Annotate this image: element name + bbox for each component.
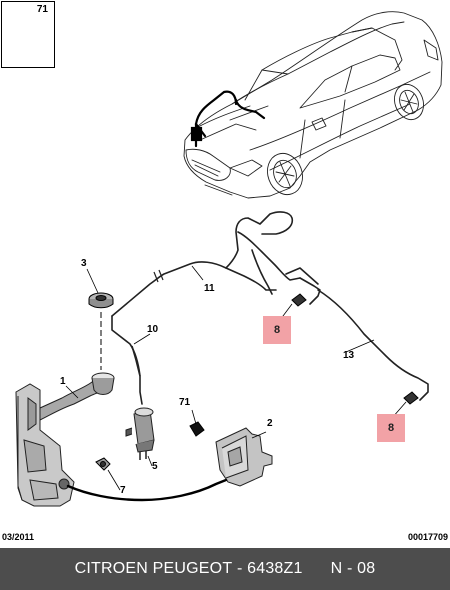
footer-reference: 00017709 [407,532,448,542]
banner-code: 6438Z1 [247,560,303,577]
part-3-cap [88,292,114,309]
callout-3: 3 [81,258,87,269]
nozzle-connectors [291,293,419,405]
banner-page: N - 08 [330,560,376,577]
part-71-clip [189,421,205,437]
car-illustration [183,11,443,199]
inset-part-number: 71 [36,4,48,15]
callout-11: 11 [204,283,215,294]
part-1-reservoir [15,372,115,507]
callout-10: 10 [147,324,159,335]
part-7-grommet [95,457,111,471]
footer-date: 03/2011 [2,532,35,542]
callout-71: 71 [179,397,191,408]
highlighted-callout-8-upper[interactable]: 8 [263,316,291,344]
banner-brand: CITROEN PEUGEOT [74,560,233,577]
callout-2: 2 [267,418,273,429]
callout-7: 7 [120,485,126,496]
hose-break-marks [153,269,164,283]
part-2-bracket [215,427,273,487]
wiring-harness [66,478,228,502]
highlighted-callout-8-lower[interactable]: 8 [377,414,405,442]
part-5-pump [125,407,155,460]
car-washer-highlight [190,90,266,148]
hose-network [111,211,429,405]
callout-1: 1 [60,376,66,387]
callout-13: 13 [343,350,355,361]
inset-box: 71 [1,1,55,68]
callout-5: 5 [152,461,158,472]
banner-separator: - [232,560,248,577]
part-banner: CITROEN PEUGEOT - 6438Z1 N - 08 [0,548,450,590]
part-10-tube [131,345,141,377]
